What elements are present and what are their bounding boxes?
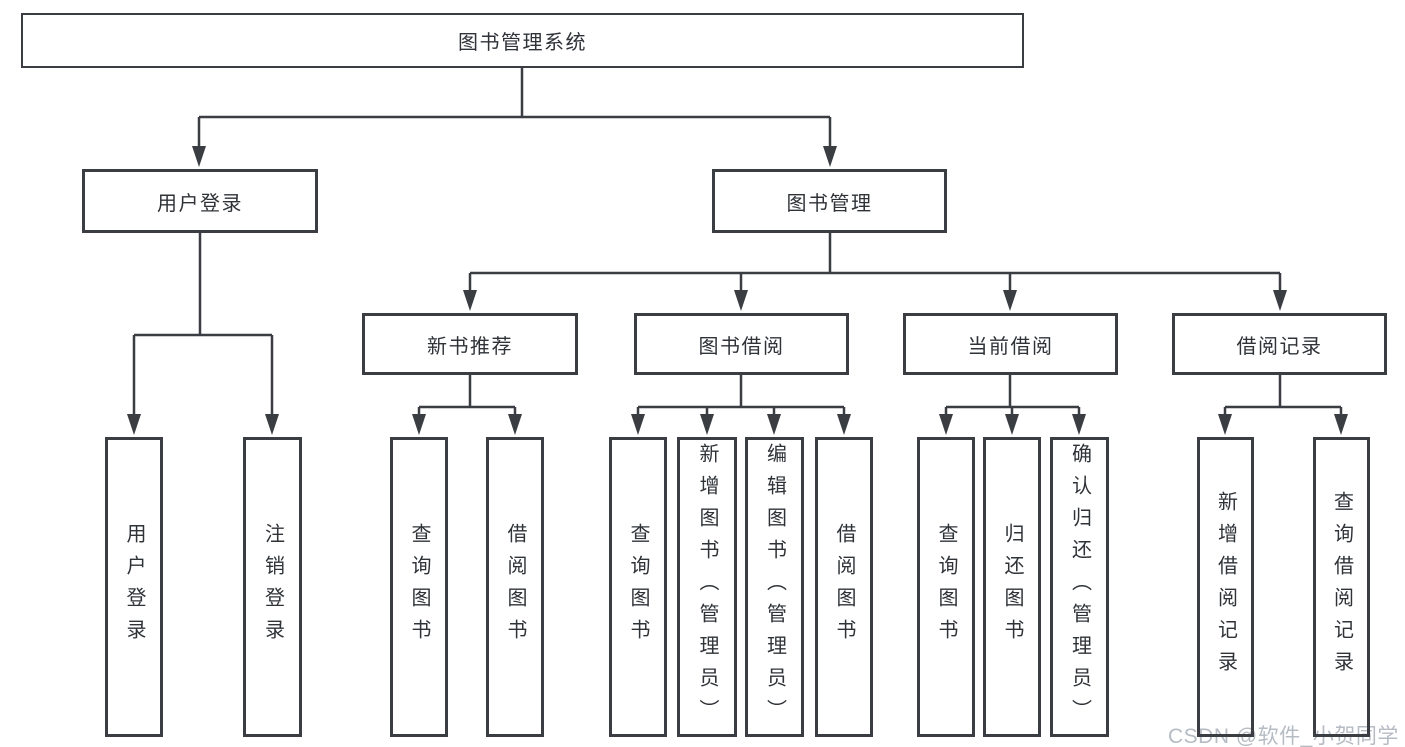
node-root: 图书管理系统 (21, 13, 1024, 68)
csdn-watermark: CSDN @软件_小贺同学 (1168, 725, 1399, 747)
leaf-query-borrow-record-label: 查询借阅记录 (1330, 491, 1353, 683)
node-book-borrow-label: 图书借阅 (698, 335, 785, 358)
node-user-login: 用户登录 (82, 169, 318, 233)
leaf-query-books-recommend: 查询图书 (390, 437, 448, 737)
leaf-user-login: 用户登录 (105, 437, 163, 737)
leaf-borrow-books-recommend: 借阅图书 (486, 437, 544, 737)
leaf-query-books-current: 查询图书 (917, 437, 975, 737)
leaf-confirm-return-admin: 确认归还（管理员） (1050, 437, 1109, 737)
leaf-query-books-borrow: 查询图书 (609, 437, 667, 737)
node-borrow-records-label: 借阅记录 (1236, 335, 1323, 358)
leaf-logout: 注销登录 (243, 437, 302, 737)
node-root-label: 图书管理系统 (458, 32, 587, 54)
leaf-borrow-books: 借阅图书 (815, 437, 873, 737)
node-new-book-recommend-label: 新书推荐 (427, 335, 513, 358)
node-borrow-records: 借阅记录 (1172, 313, 1387, 375)
leaf-borrow-books-recommend-label: 借阅图书 (504, 523, 526, 651)
node-book-management: 图书管理 (712, 169, 947, 233)
node-current-borrow: 当前借阅 (903, 313, 1118, 375)
leaf-logout-label: 注销登录 (261, 523, 284, 651)
leaf-query-borrow-record: 查询借阅记录 (1313, 437, 1370, 737)
leaf-edit-book-admin-label: 编辑图书（管理员） (763, 443, 786, 731)
leaf-borrow-books-label: 借阅图书 (833, 523, 855, 651)
leaf-add-book-admin-label: 新增图书（管理员） (696, 443, 718, 731)
node-book-management-label: 图书管理 (786, 192, 873, 215)
node-new-book-recommend: 新书推荐 (362, 313, 578, 375)
node-book-borrow: 图书借阅 (634, 313, 849, 375)
leaf-return-book: 归还图书 (983, 437, 1041, 737)
leaf-query-books-borrow-label: 查询图书 (627, 523, 649, 651)
node-user-login-label: 用户登录 (157, 192, 243, 215)
leaf-add-borrow-record-label: 新增借阅记录 (1214, 491, 1237, 683)
leaf-edit-book-admin: 编辑图书（管理员） (745, 437, 804, 737)
arrowheads (127, 146, 1348, 435)
leaf-user-login-label: 用户登录 (123, 523, 145, 651)
leaf-add-book-admin: 新增图书（管理员） (677, 437, 737, 737)
leaf-query-books-current-label: 查询图书 (935, 523, 957, 651)
leaf-query-books-recommend-label: 查询图书 (408, 523, 430, 651)
leaf-return-book-label: 归还图书 (1001, 523, 1023, 651)
node-current-borrow-label: 当前借阅 (967, 335, 1054, 358)
leaf-add-borrow-record: 新增借阅记录 (1197, 437, 1254, 737)
leaf-confirm-return-admin-label: 确认归还（管理员） (1068, 443, 1091, 731)
